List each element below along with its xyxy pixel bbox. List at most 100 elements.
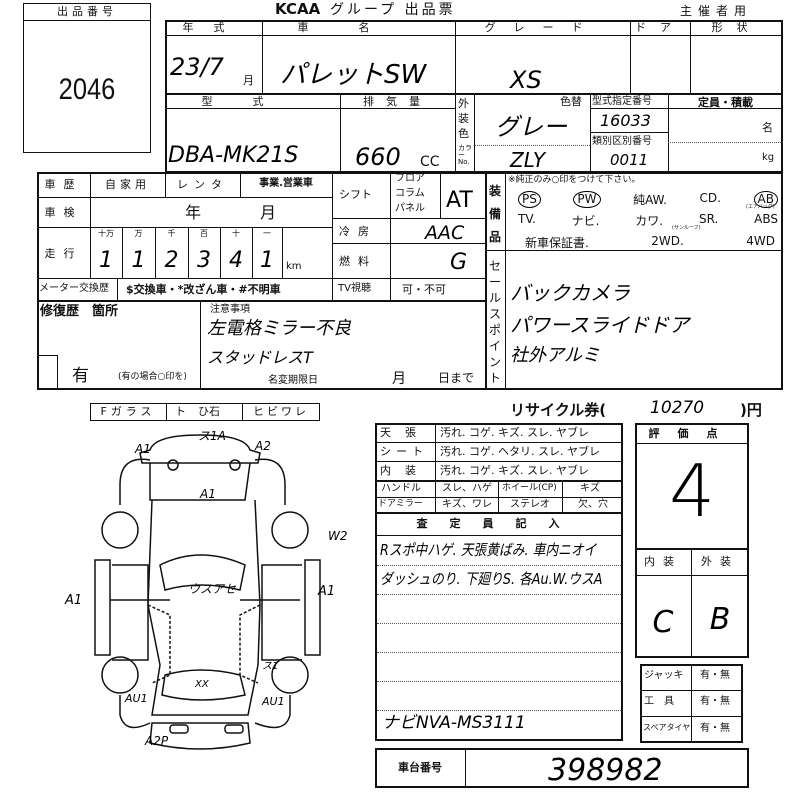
equip-tv[interactable]: TV.	[518, 212, 536, 226]
digit-place-label: 十万	[98, 229, 114, 238]
shift-panel[interactable]: パネル	[395, 203, 425, 214]
model-value: DBA-MK21S	[168, 143, 299, 168]
mark-roof: ウスアセ	[188, 582, 236, 596]
meter-change-options[interactable]: $交換車・*改ざん車・#不明車	[126, 283, 281, 296]
glass-option-crack[interactable]: ヒビワレ	[253, 405, 309, 418]
seat-label: シート	[380, 445, 428, 458]
month-unit: 月	[243, 74, 254, 87]
ac-label: 冷房	[339, 225, 377, 238]
name-change-label: 名変期限日	[268, 375, 318, 386]
equip-sunroof[interactable]: SR.	[698, 212, 719, 226]
mark-hood: A1	[200, 487, 216, 501]
door-mirror-options[interactable]: キズ、ワレ	[442, 499, 492, 510]
displacement-label: 排気量	[363, 95, 432, 108]
handle-options[interactable]: スレ、ハゲ	[442, 483, 492, 494]
glass-option-to[interactable]: ト	[175, 405, 186, 418]
fuel-label: 燃料	[339, 255, 377, 268]
lot-number: 2046	[58, 73, 116, 106]
interior-options[interactable]: 汚れ. コゲ. キズ. スレ. ヤブレ	[440, 464, 589, 477]
wheel-front-left	[101, 511, 139, 549]
mark-rear-bumper: A2P	[145, 734, 169, 748]
jack-options[interactable]: 有・無	[700, 670, 730, 681]
stereo-options[interactable]: 欠、穴	[578, 499, 608, 510]
repair-note: (有の場合○印を)	[118, 372, 187, 382]
shift-floor[interactable]: フロア	[395, 173, 425, 184]
km-unit: km	[286, 261, 302, 272]
spare-tire-options[interactable]: 有・無	[700, 723, 730, 734]
tv-options[interactable]: 可・不可	[402, 283, 446, 296]
digit-place-label: 万	[134, 229, 143, 238]
commercial-option[interactable]: 事業.営業車	[259, 178, 313, 189]
glass-option-chip[interactable]: ひ石	[198, 405, 220, 418]
fuel-value: G	[450, 250, 468, 275]
digit-place-label: 十	[232, 229, 240, 238]
wheel-options[interactable]: キズ	[580, 483, 600, 494]
equip-abs[interactable]: ABS	[754, 212, 778, 226]
mark-rear-right: ス1	[262, 661, 279, 672]
equip-ps[interactable]: PS	[518, 191, 541, 208]
inspection-month-unit: 月	[260, 203, 277, 222]
mark-right-side: A1	[318, 584, 336, 599]
rental-option[interactable]: レンタ	[177, 178, 228, 191]
type-no-value: 16033	[600, 111, 651, 130]
year-label: 年式	[182, 21, 245, 34]
class-no-value: 0011	[610, 151, 649, 169]
color-no-label: カラーNo.	[458, 144, 472, 166]
sales-point-3: 社外アルミ	[510, 345, 600, 366]
repair-yes[interactable]: 有	[72, 366, 89, 386]
ac-value: AAC	[425, 222, 465, 244]
color-value: グレー	[495, 113, 567, 141]
wheel-label: ホイール(CP)	[502, 483, 557, 493]
seat-options[interactable]: 汚れ. コゲ. ヘタリ. スレ. ヤブレ	[440, 445, 600, 458]
mark-trunk: XX	[195, 679, 209, 690]
model-label: 型式	[201, 95, 304, 108]
mark-front-left: A1	[135, 442, 151, 456]
class-no-label: 類別区別番号	[592, 136, 652, 147]
rear-window	[161, 669, 246, 701]
equip-4wd[interactable]: 4WD	[746, 234, 775, 248]
cc-unit: CC	[420, 154, 440, 170]
equipment-label: 装備品	[489, 184, 502, 244]
ceiling-options[interactable]: 汚れ. コゲ. キズ. スレ. ヤブレ	[440, 426, 589, 439]
equip-warranty[interactable]: 新車保証書.	[525, 236, 589, 250]
inspector-note-navi: ナビNVA-MS3111	[382, 713, 526, 733]
mark-rear-right-fender: AU1	[262, 695, 285, 708]
headlight-left	[167, 459, 179, 471]
front-bumper	[139, 434, 261, 464]
equip-pw[interactable]: PW	[573, 191, 601, 208]
left-doors	[147, 604, 171, 684]
equip-airbag[interactable]: AB	[753, 191, 778, 208]
fender-rear-left	[119, 695, 151, 729]
mark-w2: W2	[328, 529, 348, 543]
equip-2wd[interactable]: 2WD.	[651, 234, 684, 248]
inspection-year-unit: 年	[185, 203, 202, 222]
equip-navi[interactable]: ナビ.	[571, 214, 600, 228]
lot-box	[23, 3, 151, 153]
displacement-value: 660	[355, 143, 401, 171]
right-side-sill	[304, 559, 321, 656]
recycle-value: 10270	[650, 398, 705, 418]
tools-options[interactable]: 有・無	[700, 696, 730, 707]
equip-alloy-wheel[interactable]: 純AW.	[633, 193, 667, 207]
note-line-1: 左電格ミラー不良	[207, 318, 351, 339]
hood-front	[149, 462, 251, 501]
door-mirror-label: ドアミラー	[378, 499, 423, 509]
mileage-digit: 1	[99, 248, 113, 273]
score-box	[635, 423, 749, 658]
score-value: 4	[669, 449, 715, 533]
recycle-unit: )円	[740, 401, 762, 419]
equip-leather[interactable]: カワ.	[635, 214, 664, 228]
mark-rear-left-fender: AU1	[125, 692, 148, 705]
private-use-option[interactable]: 自家用	[105, 178, 150, 191]
taillight-left	[169, 724, 189, 734]
name-label: 車名	[297, 21, 420, 34]
mark-front-bumper: ス1A	[198, 429, 226, 443]
shift-column[interactable]: コラム	[395, 188, 425, 199]
mileage-digit: 1	[260, 248, 274, 273]
equip-cd[interactable]: CD.	[699, 191, 721, 205]
kg-unit: kg	[762, 152, 775, 163]
exterior-grade-value: B	[709, 602, 731, 637]
equipment-row-2: TV. ナビ. カワ. SR. ABS	[518, 212, 778, 229]
wheel-rear-right	[271, 656, 309, 694]
body-outline	[147, 499, 261, 716]
